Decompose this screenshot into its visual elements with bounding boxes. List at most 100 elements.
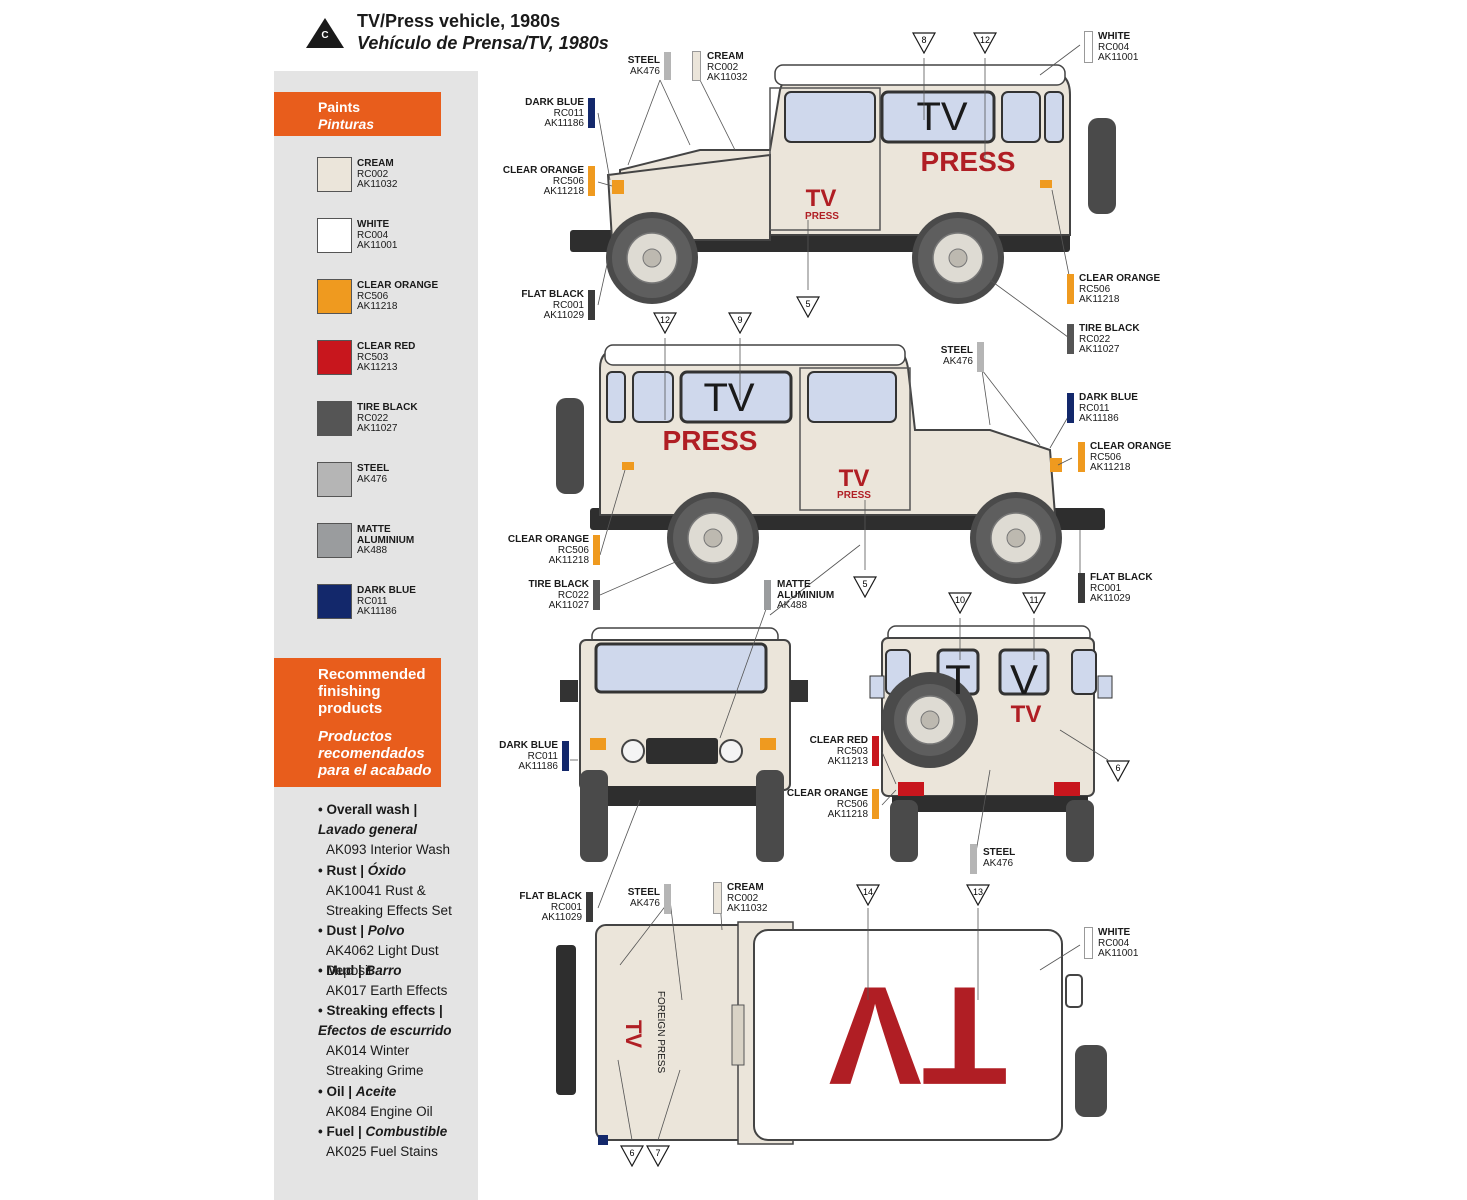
callout-color-bar: [593, 580, 600, 610]
finishing-item-product: AK10041 Rust & Streaking Effects Set: [326, 883, 452, 918]
decal-marker-number: 10: [955, 595, 965, 605]
decal-marker-number: 13: [973, 887, 983, 897]
paint-code: RC002: [357, 168, 389, 180]
finishing-item-title: • Fuel | Combustible: [318, 1122, 468, 1142]
callout-color-bar: [713, 882, 722, 914]
decal-marker-triangle: 5: [852, 576, 878, 599]
callout-color-bar: [692, 51, 701, 81]
callout-paint-name: STEEL: [983, 847, 1016, 858]
paint-name: WHITE: [357, 219, 390, 230]
finishing-item-title: • Overall wash | Lavado general: [318, 800, 468, 840]
finishing-item-title: • Dust | Polvo: [318, 921, 468, 941]
callout-paint-code: RC001: [550, 901, 582, 913]
callout-color-bar: [664, 884, 671, 914]
callout-color-bar: [1067, 324, 1074, 354]
callout-paint-code: AK11218: [1090, 462, 1131, 473]
callout-paint-name: FLAT BLACK: [521, 289, 584, 300]
callout-color-bar: [586, 892, 593, 922]
decal-marker-triangle: 11: [1021, 592, 1047, 615]
finishing-item-label-en: • Rust |: [318, 863, 365, 878]
paint-name: MATTE ALUMINIUM: [357, 524, 415, 546]
paint-name: TIRE BLACK: [357, 402, 418, 413]
decal-marker-number: 8: [921, 35, 926, 45]
side2-decal-press: PRESS: [663, 425, 758, 456]
callout-paint-code: AK11027: [1079, 344, 1120, 355]
hood-decal-foreign-press: FOREIGN PRESS: [655, 991, 666, 1074]
scheme-badge-icon: [306, 18, 344, 48]
callout-color-bar: [872, 736, 879, 766]
callout-paint-code: RC002: [707, 61, 739, 73]
page-subtitle: Vehículo de Prensa/TV, 1980s: [357, 33, 609, 53]
callout-paint-code: AK11032: [707, 72, 748, 83]
paint-swatch: [317, 462, 352, 497]
callout-paint-name: DARK BLUE: [525, 97, 584, 108]
paint-code: AK11218: [357, 301, 398, 312]
callout-paint-name: STEEL: [940, 345, 973, 356]
decal-marker-triangle: 5: [795, 296, 821, 319]
side1-decal-press: PRESS: [921, 146, 1016, 177]
front-view: [560, 627, 808, 862]
callout-paint-code: AK476: [983, 857, 1014, 869]
callout-paint-code: AK11186: [1079, 413, 1119, 424]
side1-decal-tv: TV: [916, 95, 967, 139]
decal-marker-triangle: 12: [652, 312, 678, 335]
decal-marker-number: 12: [980, 35, 990, 45]
callout-paint-name: CLEAR ORANGE: [1079, 273, 1161, 284]
paint-code: RC022: [357, 412, 389, 424]
callout-paint-code: AK476: [629, 897, 660, 909]
callout-paint-name: FLAT BLACK: [519, 891, 582, 902]
callout-paint-name: WHITE: [1098, 31, 1131, 42]
callout-color-bar: [1067, 393, 1074, 423]
callout-color-bar: [1067, 274, 1074, 304]
callout-paint-name: CREAM: [707, 51, 744, 62]
callout-color-bar: [970, 844, 977, 874]
callout-color-bar: [664, 52, 671, 80]
callout-paint-code: AK11218: [548, 555, 589, 566]
callout-color-bar: [588, 290, 595, 320]
paint-code: AK11186: [357, 606, 397, 617]
decal-marker-number: 5: [862, 579, 867, 589]
finishing-item-product: AK014 Winter Streaking Grime: [326, 1043, 424, 1078]
side-view-left: [570, 64, 1116, 305]
decal-marker-number: 6: [1115, 763, 1120, 773]
paint-swatch: [317, 157, 352, 192]
finishing-item-label-es: Efectos de escurrido: [318, 1023, 452, 1038]
decal-marker-triangle: 12: [972, 32, 998, 55]
finishing-title-en: Recommended finishing products: [318, 666, 426, 717]
callout-paint-code: RC503: [836, 745, 868, 757]
callout-paint-name: CLEAR ORANGE: [786, 788, 868, 799]
paint-name: CREAM: [357, 158, 394, 169]
scheme-letter: C: [321, 30, 329, 41]
paints-title-en: Paints: [318, 99, 361, 115]
callout-paint-code: RC022: [1079, 333, 1111, 345]
finishing-item-label-es: Polvo: [367, 923, 405, 938]
callout-paint-name: TIRE BLACK: [528, 579, 589, 590]
callout-paint-name: CREAM: [727, 882, 764, 893]
decal-marker-number: 9: [737, 315, 742, 325]
decal-marker-triangle: 6: [619, 1145, 645, 1168]
paint-name: STEEL: [357, 463, 390, 474]
decal-marker-number: 14: [863, 887, 873, 897]
paint-code: AK476: [357, 473, 388, 485]
side1-door-decal-press: PRESS: [805, 211, 839, 222]
side2-door-decal-tv: TV: [839, 465, 870, 492]
callout-paint-code: AK11218: [1079, 294, 1120, 305]
callout-color-bar: [593, 535, 600, 565]
callout-paint-name: TIRE BLACK: [1079, 323, 1140, 334]
decal-marker-triangle: 8: [911, 32, 937, 55]
